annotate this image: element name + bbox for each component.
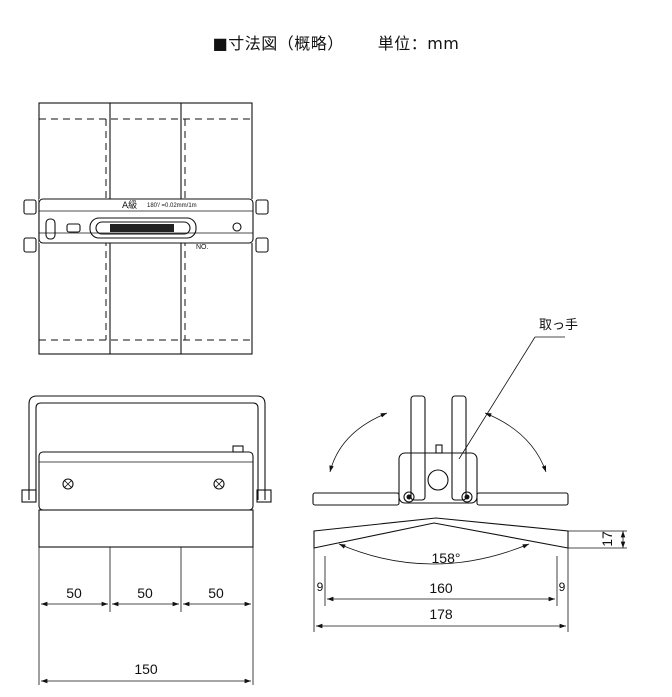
plate-right xyxy=(476,492,569,506)
number-label: NO. xyxy=(196,244,209,251)
handle-leader xyxy=(458,336,536,460)
grade-label: A級 xyxy=(122,199,137,211)
side-view: 158° 取っ手 17 160 9 9 178 xyxy=(312,318,627,632)
front-base xyxy=(38,509,254,548)
dim-178: 178 xyxy=(429,606,453,622)
bracket-bottom-left xyxy=(23,237,37,253)
handle-post-right xyxy=(451,395,467,501)
small-vial xyxy=(66,223,81,233)
vial-graduations xyxy=(110,224,174,232)
dim-160: 160 xyxy=(429,580,453,596)
dim-9-right: 9 xyxy=(559,580,566,594)
adjust-knob xyxy=(45,218,56,240)
front-screw-left xyxy=(62,478,74,490)
hinge-pin xyxy=(427,469,449,491)
bracket-top-right xyxy=(255,199,269,215)
title-main: ■寸法図（概略） xyxy=(212,34,344,53)
handle-post-left xyxy=(410,395,426,501)
dim-150: 150 xyxy=(134,661,158,677)
dim-9-left: 9 xyxy=(317,580,324,594)
dim-50-left: 50 xyxy=(66,585,82,601)
height-dim: 17 xyxy=(599,531,615,547)
front-handle xyxy=(28,395,266,500)
angle-label: 158° xyxy=(432,550,461,566)
level-body xyxy=(38,198,254,244)
main-vial xyxy=(89,217,197,239)
swing-arc-right xyxy=(484,412,547,473)
dim-50-center: 50 xyxy=(137,585,153,601)
sensitivity-label: 180'/ =0.02mm/1m xyxy=(147,203,197,209)
title-unit: 単位：mm xyxy=(377,34,460,53)
plate-left xyxy=(312,492,400,506)
handle-label: 取っ手 xyxy=(539,318,578,333)
bracket-top-left xyxy=(23,199,37,215)
v-base xyxy=(313,517,569,549)
front-screw-right xyxy=(213,478,225,490)
drawing-title: ■寸法図（概略） 単位：mm xyxy=(0,30,672,54)
angle-arc xyxy=(338,543,530,565)
front-view: 50 50 50 150 xyxy=(21,395,272,685)
dim-50-right: 50 xyxy=(208,585,224,601)
screw-hole xyxy=(232,222,242,232)
swing-arc-left xyxy=(329,412,388,473)
bracket-bottom-right xyxy=(255,237,269,253)
top-view: A級 180'/ =0.02mm/1m NO. xyxy=(23,102,269,355)
